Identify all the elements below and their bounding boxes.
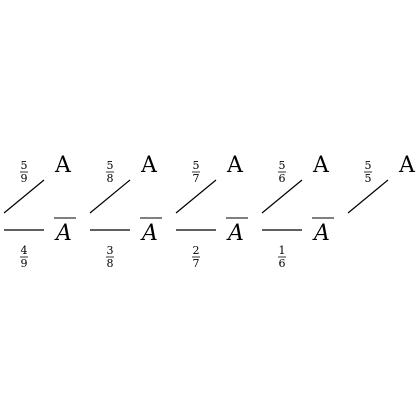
prob-up-4-numerator: 5 <box>279 159 286 172</box>
prob-down-1: 49 <box>20 244 28 270</box>
prob-up-4: 56 <box>278 159 286 185</box>
event-label-3: A <box>226 153 244 178</box>
prob-up-5: 55 <box>364 159 372 185</box>
prob-down-1-numerator: 4 <box>21 244 28 257</box>
prob-up-2-numerator: 5 <box>107 159 114 172</box>
branch-up-3 <box>175 179 217 214</box>
prob-down-4: 16 <box>278 244 286 270</box>
prob-down-3: 27 <box>192 244 200 270</box>
prob-up-2-denominator: 8 <box>107 172 114 185</box>
prob-up-3: 57 <box>192 159 200 185</box>
prob-up-1-denominator: 9 <box>21 172 28 185</box>
complement-label-1: A <box>54 221 72 246</box>
prob-down-2: 38 <box>106 244 114 270</box>
prob-down-3-denominator: 7 <box>193 257 200 270</box>
event-label-2: A <box>140 153 158 178</box>
complement-label-3: A <box>226 221 244 246</box>
prob-down-4-denominator: 6 <box>279 257 286 270</box>
branch-up-5 <box>347 179 389 214</box>
prob-up-1-numerator: 5 <box>21 159 28 172</box>
prob-up-3-denominator: 7 <box>193 172 200 185</box>
prob-up-2: 58 <box>106 159 114 185</box>
prob-up-4-denominator: 6 <box>279 172 286 185</box>
prob-down-4-numerator: 1 <box>279 244 286 257</box>
prob-down-1-denominator: 9 <box>21 257 28 270</box>
event-label-4: A <box>312 153 330 178</box>
prob-up-5-denominator: 5 <box>365 172 372 185</box>
prob-down-2-denominator: 8 <box>107 257 114 270</box>
branch-up-2 <box>89 179 131 214</box>
event-label-1: A <box>54 153 72 178</box>
branch-up-4 <box>261 179 303 214</box>
branch-up-1 <box>3 179 45 214</box>
complement-label-2: A <box>140 221 158 246</box>
prob-down-2-numerator: 3 <box>107 244 114 257</box>
complement-label-4: A <box>312 221 330 246</box>
prob-up-5-numerator: 5 <box>365 159 372 172</box>
event-label-5: A <box>398 153 416 178</box>
prob-down-3-numerator: 2 <box>193 244 200 257</box>
prob-up-1: 59 <box>20 159 28 185</box>
prob-up-3-numerator: 5 <box>193 159 200 172</box>
